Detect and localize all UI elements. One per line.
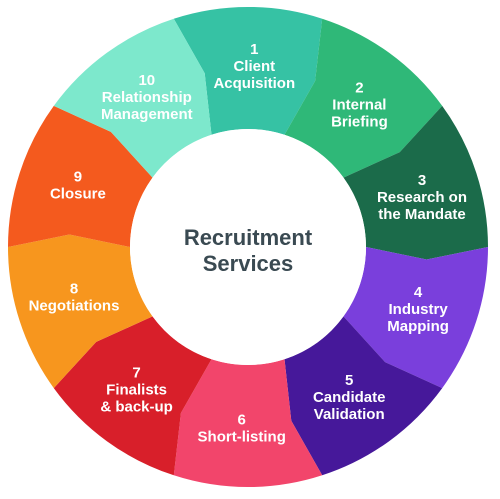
step-6-segment (173, 359, 323, 488)
center-title-line2: Services (203, 251, 294, 276)
step-title-line: Acquisition (213, 75, 295, 92)
step-title-line: Short-listing (198, 428, 286, 445)
step-title-line: Internal (332, 96, 386, 113)
step-title-line: Validation (314, 406, 385, 423)
step-number: 6 (238, 411, 246, 428)
step-1-segment (173, 6, 323, 135)
step-title-line: Management (101, 106, 193, 123)
step-8-segment (7, 234, 153, 389)
step-title-line: Industry (389, 301, 449, 318)
step-title-line: Client (233, 58, 275, 75)
step-number: 5 (345, 372, 353, 389)
step-title-line: Relationship (102, 89, 192, 106)
step-title-line: & back-up (100, 399, 173, 416)
step-title-line: Negotiations (29, 297, 120, 314)
step-title-line: Candidate (313, 389, 386, 406)
step-7-segment (53, 316, 212, 476)
step-number: 4 (414, 284, 423, 301)
step-number: 9 (74, 169, 82, 186)
step-title-line: Research on (377, 189, 467, 206)
step-5-segment (284, 316, 443, 476)
step-title-line: the Mandate (378, 206, 466, 223)
step-4-segment (343, 247, 489, 389)
step-title-line: Closure (50, 186, 106, 203)
step-number: 7 (132, 365, 140, 382)
step-title-line: Mapping (387, 318, 449, 335)
step-9-segment (7, 105, 153, 248)
step-2-segment (284, 18, 443, 178)
step-number: 3 (418, 172, 426, 189)
step-number: 8 (70, 280, 78, 297)
step-title-line: Finalists (106, 382, 167, 399)
step-10-segment (53, 18, 212, 178)
center-circle (130, 129, 366, 365)
step-number: 2 (355, 79, 363, 96)
step-number: 1 (250, 41, 258, 58)
step-3-segment (343, 105, 489, 260)
step-title-line: Briefing (331, 113, 388, 130)
center-title-line1: Recruitment (184, 225, 313, 250)
step-number: 10 (138, 72, 155, 89)
